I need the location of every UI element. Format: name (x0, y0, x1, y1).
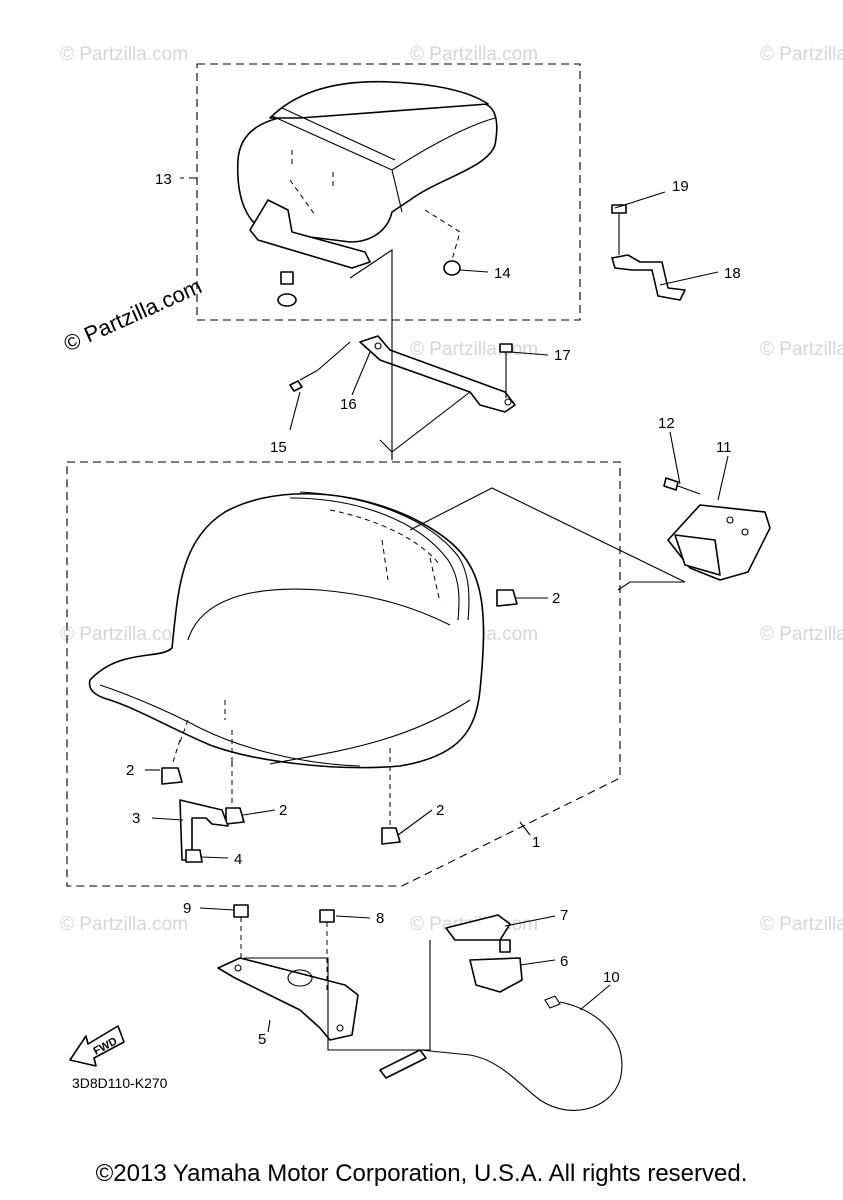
watermark: © Partzilla.com (60, 914, 188, 935)
callout-5: 5 (258, 1031, 266, 1048)
watermark: © Partzilla.com (760, 914, 843, 935)
callout-17: 17 (554, 347, 571, 364)
callout-3: 3 (132, 810, 140, 827)
group-outlines (66, 63, 621, 887)
callout-2: 2 (279, 802, 287, 819)
callout-6: 6 (560, 953, 568, 970)
seat-bracket (349, 248, 516, 460)
passenger-seat-group-box (196, 63, 581, 321)
dampers (161, 589, 518, 863)
callout-8: 8 (376, 910, 384, 927)
callout-1: 1 (532, 834, 540, 851)
callout-15: 15 (270, 439, 287, 456)
callout-13: 13 (155, 171, 172, 188)
main-seat (88, 491, 485, 769)
bolt-15 (289, 341, 351, 392)
watermark: © Partzilla.com (760, 624, 843, 645)
callout-2: 2 (552, 590, 560, 607)
callout-12: 12 (658, 415, 675, 432)
watermark: © Partzilla.com (410, 339, 538, 360)
callout-2: 2 (126, 762, 134, 779)
copyright-notice: ©2013 Yamaha Motor Corporation, U.S.A. A… (95, 1160, 748, 1187)
callout-11: 11 (716, 439, 732, 456)
callout-19: 19 (672, 178, 689, 195)
callout-14: 14 (494, 265, 511, 282)
watermark: © Partzilla.com (760, 44, 843, 65)
watermark: © Partzilla.com (60, 624, 188, 645)
callout-2: 2 (436, 802, 444, 819)
seat-lock-mechanism (379, 914, 623, 1111)
passenger-seat (236, 80, 498, 269)
callout-4: 4 (234, 851, 242, 868)
watermark: © Partzilla.com (760, 339, 843, 360)
callout-10: 10 (603, 969, 620, 986)
watermark: © Partzilla.com (60, 44, 188, 65)
callout-9: 9 (183, 900, 191, 917)
callout-18: 18 (724, 265, 741, 282)
callouts: 1 2 2 2 2 3 4 5 6 7 8 9 10 11 12 13 14 1… (126, 171, 741, 1048)
partzilla-watermark-bold: © Partzilla.com (60, 273, 206, 356)
watermark: © Partzilla.com (410, 44, 538, 65)
fwd-arrow-icon: FWD (69, 1025, 125, 1067)
upper-fasteners (277, 260, 461, 307)
callout-16: 16 (340, 396, 357, 413)
seat-lock-plate (217, 904, 431, 1051)
grab-bracket (611, 204, 686, 301)
seat-plate-11 (409, 477, 771, 591)
main-seat-group-box (66, 461, 621, 887)
diagram-code: 3D8D110-K270 (72, 1075, 168, 1091)
callout-7: 7 (560, 907, 568, 924)
leader-lines (145, 191, 729, 1033)
